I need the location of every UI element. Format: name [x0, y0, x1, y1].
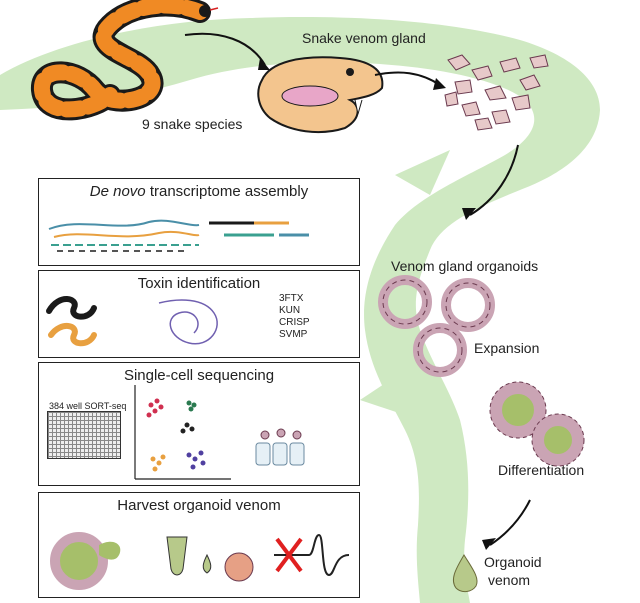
sort-plate — [47, 411, 121, 459]
organoid-rings — [378, 275, 495, 377]
toxin-list: 3FTX KUN CRISP SVMP — [279, 293, 310, 341]
label-venom-gland: Snake venom gland — [302, 30, 426, 46]
label-organoids: Venom gland organoids — [391, 258, 539, 274]
label-organoid-venom-1: Organoid — [484, 554, 542, 570]
arrowheads — [258, 58, 496, 550]
snake-illustration — [31, 0, 219, 121]
label-snake-species: 9 snake species — [142, 116, 243, 132]
flow-arrows — [184, 32, 531, 546]
panel-harvest-title: Harvest organoid venom — [117, 497, 281, 514]
transcriptome-reads-graphic — [48, 219, 309, 252]
cluster-plot — [134, 385, 305, 480]
toxin-item: CRISP — [279, 317, 310, 328]
label-differentiation: Differentiation — [498, 462, 585, 478]
flow-arrow-upper — [395, 150, 450, 195]
venom-drop-icon — [452, 554, 478, 593]
panel-harvest: Harvest organoid venom — [38, 492, 360, 598]
label-expansion: Expansion — [474, 340, 540, 356]
snake-head-illustration — [257, 56, 384, 134]
toxin-item: SVMP — [279, 329, 308, 340]
panel-transcriptome: De novo transcriptome assembly — [38, 178, 360, 266]
flow-arrow-lower — [360, 360, 420, 420]
plate-label: 384 well SORT-seq — [49, 401, 127, 411]
panel-singlecell-title: Single-cell sequencing — [123, 367, 275, 384]
label-organoid-venom-2: venom — [488, 572, 531, 588]
panel-toxin: Toxin identification 3FTX KUN CRISP SVMP — [38, 270, 360, 358]
panel-transcriptome-title: De novo transcriptome assembly — [89, 183, 309, 200]
toxin-item: KUN — [279, 305, 301, 316]
gland-cells — [444, 54, 549, 131]
green-flow-background — [0, 17, 600, 603]
harvest-graphic — [50, 532, 350, 590]
toxin-item: 3FTX — [279, 293, 304, 304]
panel-singlecell: Single-cell sequencing 384 well SORT-seq — [38, 362, 360, 486]
panel-toxin-title: Toxin identification — [137, 275, 261, 292]
differentiated-organoids — [489, 381, 585, 467]
toxin-graphic — [46, 296, 218, 347]
